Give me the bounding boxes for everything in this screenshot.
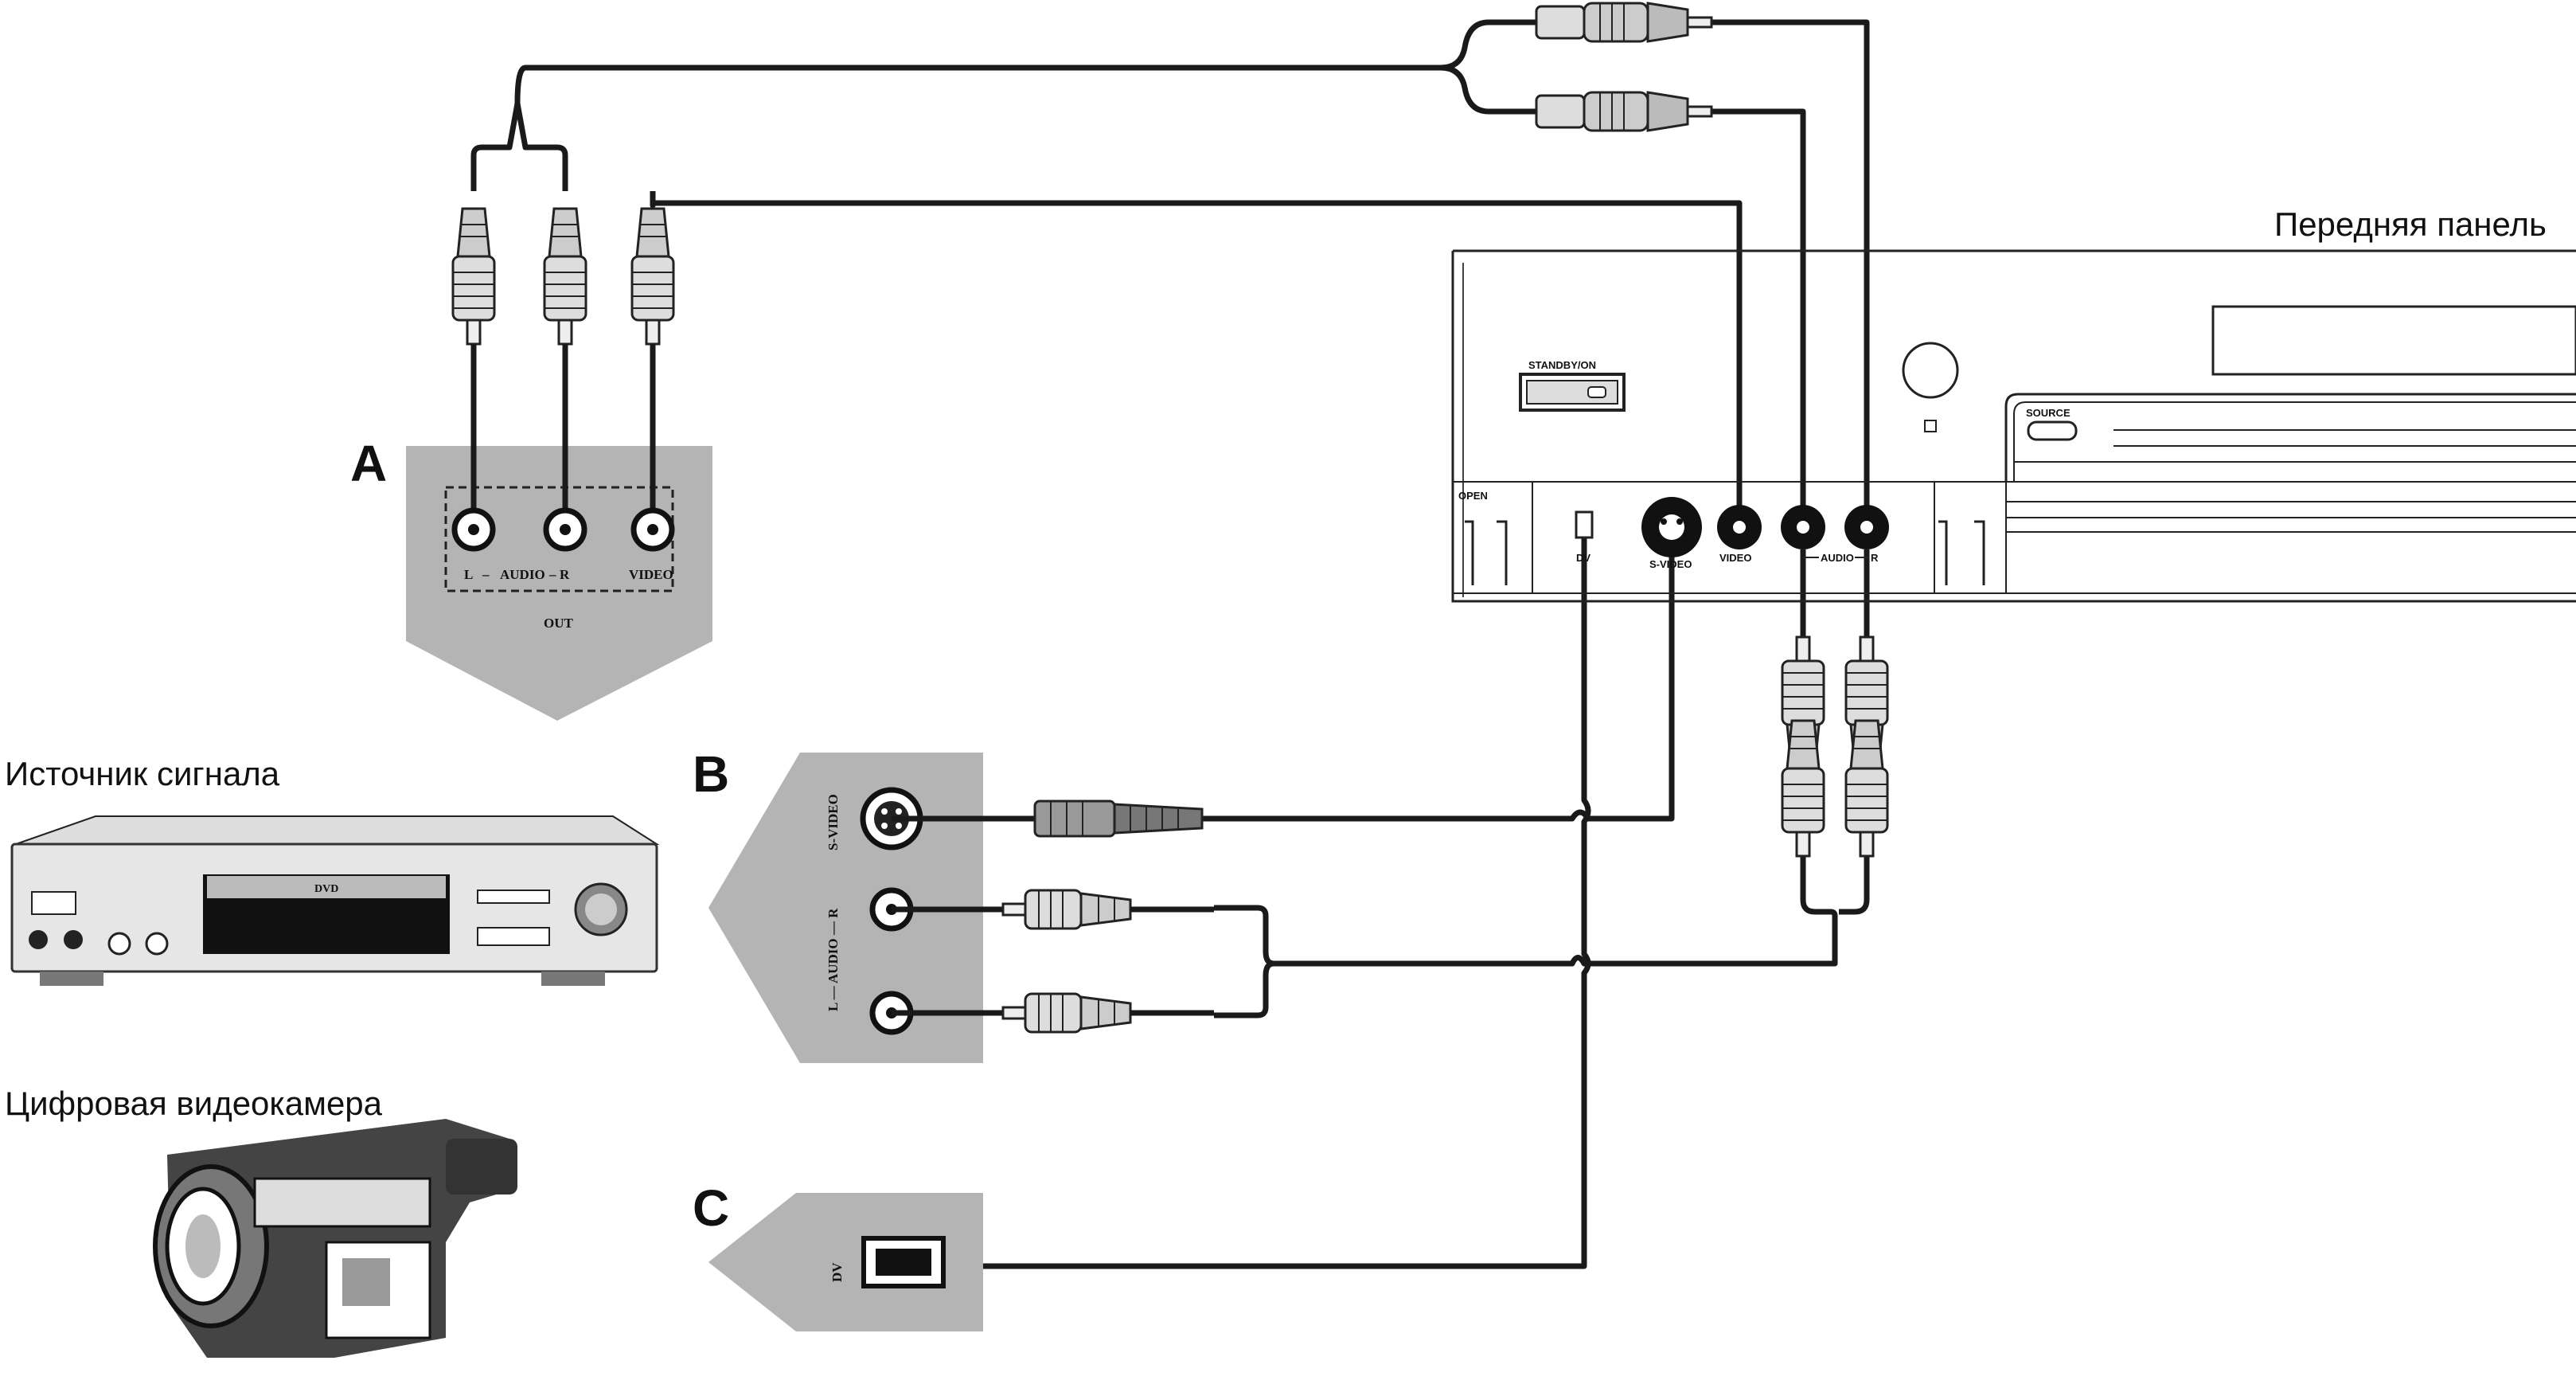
- fp-audio-r-label: R: [1871, 552, 1879, 564]
- rca-plug-icon: [1535, 2, 1713, 132]
- panel-c-letter: C: [693, 1179, 730, 1237]
- standby-label: STANDBY/ON: [1528, 359, 1596, 371]
- svg-text:–: –: [548, 567, 556, 582]
- panel-b-audio: L — AUDIO — R: [825, 908, 841, 1011]
- fp-video-label: VIDEO: [1719, 552, 1751, 564]
- panel-a-out: OUT: [544, 616, 574, 631]
- dvd-logo: DVD: [314, 883, 338, 895]
- panel-b: S-VIDEO L — AUDIO — R: [708, 753, 1214, 1063]
- fp-dv-label: DV: [1576, 552, 1590, 564]
- panel-c: DV: [708, 1193, 983, 1331]
- panel-a-audio-r: R: [560, 567, 570, 582]
- svg-text:–: –: [482, 567, 490, 582]
- panel-a-audio: AUDIO: [500, 567, 545, 582]
- cables: [470, 19, 1870, 1269]
- open-label: OPEN: [1458, 490, 1488, 502]
- panel-b-svideo: S-VIDEO: [825, 794, 841, 850]
- digital-camera-label: Цифровая видеокамера: [5, 1085, 383, 1122]
- panel-b-letter: B: [693, 745, 730, 803]
- panel-a-video: VIDEO: [629, 567, 673, 582]
- dvd-player-icon: DVD: [10, 815, 660, 986]
- camcorder-icon: [153, 1119, 517, 1358]
- rca-plug-icon: [1001, 889, 1132, 1034]
- panel-c-dv: DV: [829, 1262, 845, 1282]
- front-panel-device: STANDBY/ON SOURCE OPEN DV S-VIDEO: [1451, 249, 2576, 603]
- front-panel-label: Передняя панель: [2274, 205, 2547, 243]
- fp-audio-label: AUDIO: [1821, 552, 1854, 564]
- svideo-plug-icon: [1033, 800, 1204, 838]
- panel-a: L – AUDIO – R VIDEO OUT: [406, 207, 712, 721]
- signal-source-label: Источник сигнала: [5, 755, 280, 792]
- fp-svideo-label: S-VIDEO: [1649, 558, 1692, 570]
- source-label: SOURCE: [2026, 407, 2071, 419]
- panel-a-letter: A: [350, 435, 388, 492]
- panel-a-audio-l: L: [464, 567, 473, 582]
